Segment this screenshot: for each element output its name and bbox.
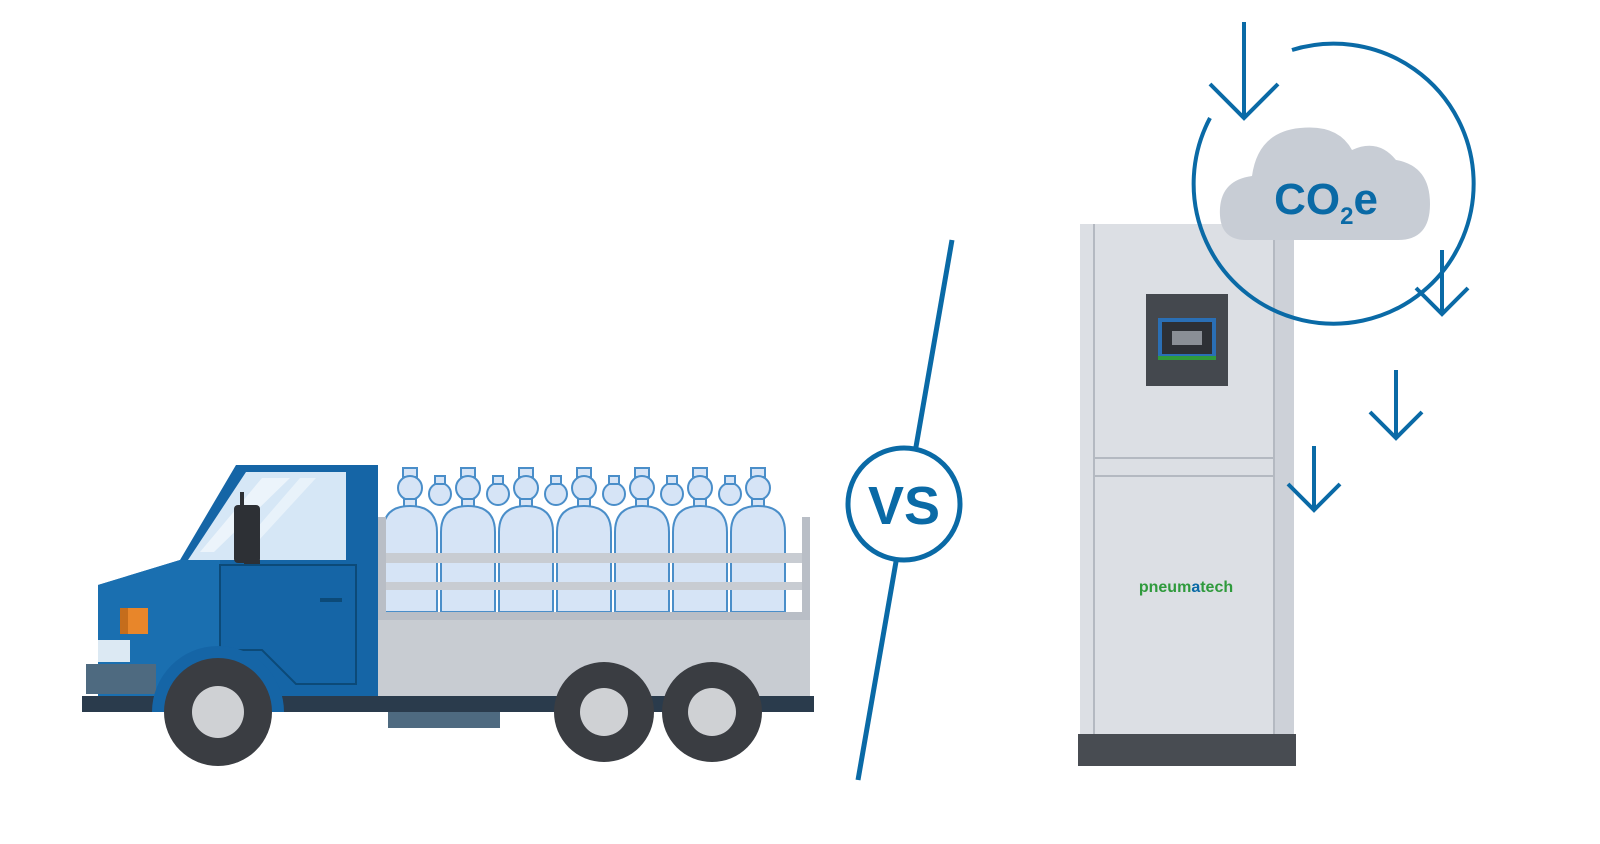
nitrogen-generator-icon: pneumatech bbox=[1078, 224, 1296, 766]
arrow-2 bbox=[1414, 250, 1470, 317]
gas-cylinder-icon bbox=[428, 475, 452, 506]
co2e-cycle bbox=[1191, 41, 1476, 326]
gas-cylinder-icon bbox=[718, 475, 742, 506]
wheel-front bbox=[152, 646, 284, 766]
cycle-arrow-icon bbox=[1191, 41, 1476, 326]
gas-cylinder-icon bbox=[544, 475, 568, 506]
mirror-arm bbox=[240, 492, 244, 508]
wheel-rear-1 bbox=[554, 662, 654, 762]
bed-rail-mid bbox=[378, 582, 808, 590]
mirror-arm-2 bbox=[244, 560, 260, 564]
arrow-3 bbox=[1368, 370, 1424, 441]
brand-logo: pneumatech bbox=[1139, 579, 1233, 596]
door-handle bbox=[320, 598, 342, 602]
gas-cylinder-icon bbox=[660, 475, 684, 506]
headlight-edge bbox=[120, 608, 128, 634]
vs-label: VS bbox=[868, 476, 940, 536]
arrow-4 bbox=[1286, 446, 1342, 513]
truck-icon bbox=[82, 465, 814, 766]
cloud-shape bbox=[1219, 127, 1430, 240]
side-mirror bbox=[234, 505, 260, 563]
bed-rail-rear bbox=[802, 517, 810, 617]
arrow-1 bbox=[1208, 22, 1280, 121]
vs-badge: VS bbox=[845, 445, 963, 563]
gas-cylinders bbox=[382, 467, 786, 613]
co2e-label: CO2e bbox=[1274, 175, 1378, 230]
bed-rail-front bbox=[378, 517, 386, 617]
gas-cylinder-icon bbox=[602, 475, 626, 506]
screen-led-strip bbox=[1158, 356, 1216, 360]
wheel-rear-2 bbox=[662, 662, 762, 762]
bed-rail-top bbox=[378, 553, 808, 563]
cabinet-base bbox=[1078, 734, 1296, 766]
front-bumper bbox=[86, 664, 156, 694]
down-arrow-icon bbox=[1208, 22, 1470, 513]
front-grille bbox=[92, 640, 130, 662]
gas-cylinder-icon bbox=[486, 475, 510, 506]
truck-bed-floor bbox=[378, 612, 810, 620]
fuel-tank bbox=[388, 712, 500, 728]
screen-display bbox=[1172, 331, 1202, 345]
generator-side-panel bbox=[1274, 224, 1294, 736]
co2e-cloud-icon: CO2e bbox=[1219, 127, 1430, 240]
